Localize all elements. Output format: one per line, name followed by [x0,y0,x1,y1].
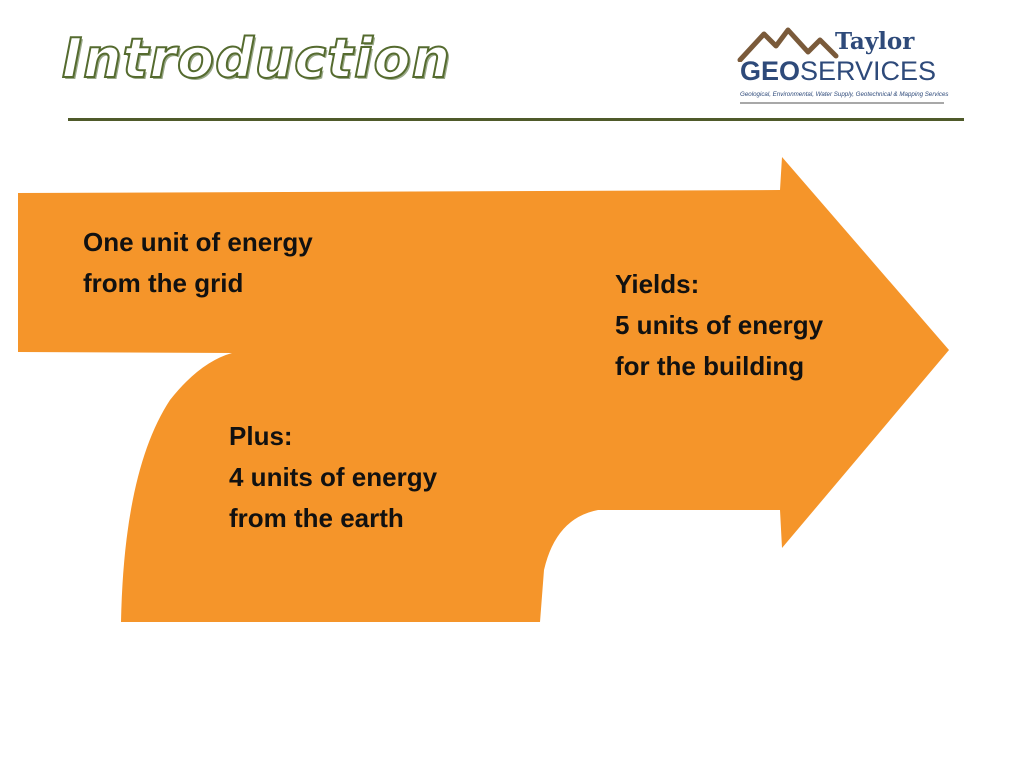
yield-energy-line-1: Yields: [615,269,700,299]
merge-arrow-shape [18,157,949,622]
earth-energy-line-3: from the earth [229,503,404,533]
mountain-icon [737,27,839,62]
earth-energy-line-1: Plus: [229,421,293,451]
logo-brand-geo: GEO [740,56,801,86]
logo-tagline: Geological, Environmental, Water Supply,… [740,91,949,98]
logo-brand-top: Taylor [835,28,915,55]
logo-brand-line: GEOSERVICES [740,58,936,85]
earth-energy-label: Plus: 4 units of energy from the earth [229,416,437,539]
grid-energy-label: One unit of energy from the grid [83,222,313,304]
yield-energy-line-3: for the building [615,351,805,381]
earth-energy-line-2: 4 units of energy [229,462,438,492]
company-logo: Taylor GEOSERVICES Geological, Environme… [736,26,949,110]
grid-energy-line-2: from the grid [83,268,244,298]
logo-brand-services: SERVICES [800,56,937,86]
yield-energy-label: Yields: 5 units of energy for the buildi… [615,264,823,387]
title-divider [68,118,964,121]
logo-underline [740,102,944,104]
yield-energy-line-2: 5 units of energy [615,310,824,340]
grid-energy-line-1: One unit of energy [83,227,313,257]
slide-title: Introduction [61,27,452,90]
